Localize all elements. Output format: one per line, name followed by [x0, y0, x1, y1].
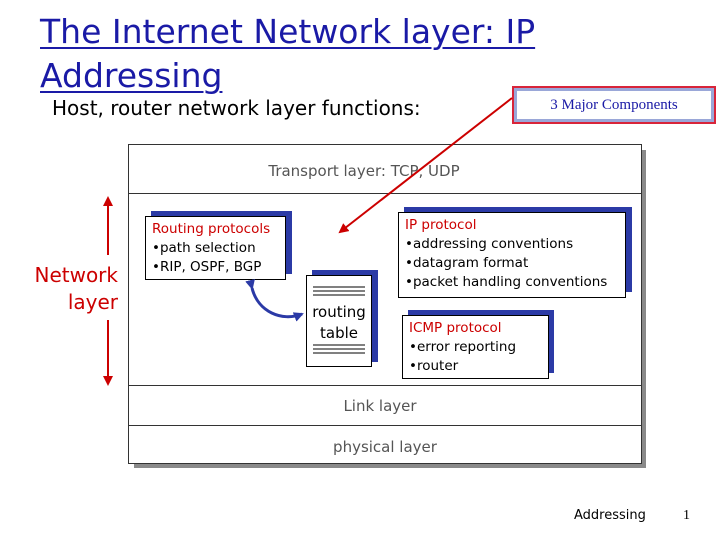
slide-title: The Internet Network layer: IP Addressin…	[40, 12, 536, 95]
callout-pointer-arrow-icon	[338, 97, 513, 234]
routing-protocols-item: •RIP, OSPF, BGP	[152, 259, 262, 275]
routing-update-arrow-icon	[245, 279, 304, 322]
transport-divider	[129, 193, 641, 194]
ip-protocol-box: IP protocol •addressing conventions •dat…	[398, 212, 626, 298]
page-number: 1	[683, 508, 690, 523]
ip-protocol-heading: IP protocol	[405, 217, 477, 233]
slide-subtitle: Host, router network layer functions:	[52, 96, 421, 120]
ip-protocol-item: •addressing conventions	[405, 236, 574, 252]
icmp-protocol-item: •router	[409, 358, 459, 374]
major-components-callout: 3 Major Components	[512, 86, 716, 124]
routing-table-lines-icon	[313, 286, 365, 354]
routing-protocols-heading: Routing protocols	[152, 221, 271, 237]
icmp-protocol-item: •error reporting	[409, 339, 517, 355]
routing-table-box: routing table	[306, 275, 372, 367]
network-link-divider	[129, 385, 641, 386]
network-layer-label: Network layer	[34, 263, 118, 314]
icmp-protocol-box: ICMP protocol •error reporting •router	[402, 315, 549, 379]
ip-protocol-item: •datagram format	[405, 255, 529, 271]
ip-protocol-item: •packet handling conventions	[405, 274, 608, 290]
icmp-protocol-heading: ICMP protocol	[409, 320, 502, 336]
network-diagram-frame: Transport layer: TCP, UDP Link layer phy…	[128, 144, 642, 464]
physical-layer-label: physical layer	[333, 438, 437, 456]
routing-protocols-box: Routing protocols •path selection •RIP, …	[145, 216, 286, 280]
footer-text: Addressing	[574, 508, 646, 523]
routing-table-label: routing table	[312, 303, 366, 342]
link-layer-label: Link layer	[343, 397, 417, 415]
routing-protocols-item: •path selection	[152, 240, 256, 256]
link-physical-divider	[129, 425, 641, 426]
